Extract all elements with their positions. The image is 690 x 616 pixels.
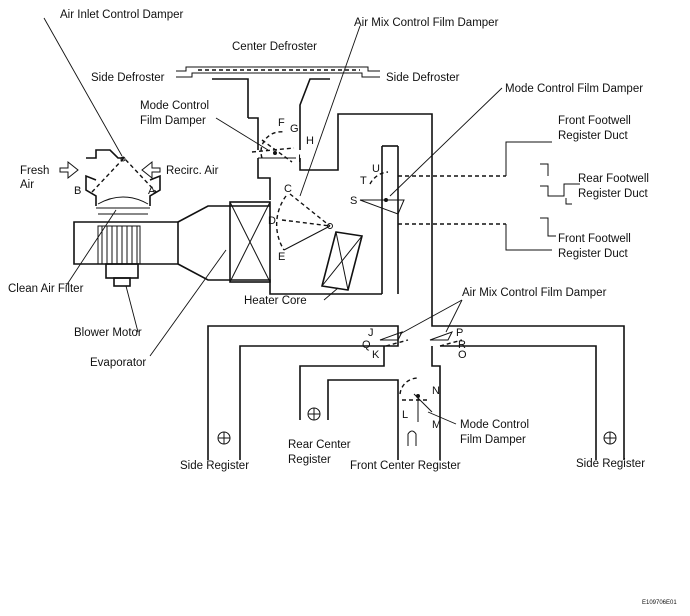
- fresh-air-label-2: Air: [20, 179, 34, 191]
- recirc-air-arrow: [141, 160, 161, 180]
- letter-t: T: [360, 175, 367, 187]
- heater-core: [321, 231, 363, 291]
- fresh-air-label-1: Fresh: [20, 165, 49, 177]
- leader-lines: [43, 17, 503, 425]
- letter-d: D: [268, 215, 276, 227]
- letter-g: G: [290, 123, 299, 135]
- air-mix-damper-lower: [379, 331, 463, 347]
- mode-control-film-damper-left-label-2: Film Damper: [140, 115, 206, 127]
- lower-duct-system: [207, 300, 625, 460]
- side-register-left-label: Side Register: [180, 460, 249, 472]
- air-mix-control-film-damper-top-label: Air Mix Control Film Damper: [354, 17, 499, 29]
- side-register-right-icon: [603, 431, 617, 445]
- front-footwell-lower-label-1: Front Footwell: [558, 233, 631, 245]
- mode-control-film-damper-bottom-label-1: Mode Control: [460, 419, 529, 431]
- mode-damper-stu: [359, 171, 405, 215]
- figure-code-label: E109706E01: [642, 600, 677, 606]
- rear-footwell-label-2: Register Duct: [578, 188, 648, 200]
- mode-control-film-damper-upper: [251, 131, 296, 163]
- side-defroster-right-label: Side Defroster: [386, 72, 460, 84]
- letter-e: E: [278, 251, 285, 263]
- front-center-register-outlet: [407, 430, 417, 446]
- fresh-air-arrow: [59, 160, 79, 180]
- rear-center-register-label-2: Register: [288, 454, 331, 466]
- letter-q: Q: [362, 339, 371, 351]
- letter-p: P: [456, 327, 463, 339]
- letter-m: M: [432, 419, 441, 431]
- defroster-duct: [176, 66, 380, 150]
- air-inlet-damper: [85, 149, 161, 206]
- mode-control-film-damper-right-label: Mode Control Film Damper: [505, 83, 643, 95]
- air-mix-damper-upper: [275, 193, 333, 251]
- letter-i: I: [298, 153, 301, 165]
- letter-u: U: [372, 163, 380, 175]
- heater-core-label: Heater Core: [244, 295, 307, 307]
- footwell-ducts: [398, 141, 580, 251]
- letter-j: J: [368, 327, 374, 339]
- front-footwell-upper-label-2: Register Duct: [558, 130, 628, 142]
- front-footwell-upper-label-1: Front Footwell: [558, 115, 631, 127]
- clean-air-filter-label: Clean Air Filter: [8, 283, 84, 295]
- letter-s: S: [350, 195, 357, 207]
- letter-h: H: [306, 135, 314, 147]
- side-defroster-left-label: Side Defroster: [91, 72, 165, 84]
- front-center-register-label: Front Center Register: [350, 460, 461, 472]
- letter-c: C: [284, 183, 292, 195]
- main-case: [177, 113, 433, 300]
- rear-center-register-icon: [307, 407, 321, 421]
- clean-air-filter: [96, 196, 150, 215]
- letter-k: K: [372, 349, 380, 361]
- mode-control-film-damper-bottom-label-2: Film Damper: [460, 434, 526, 446]
- mode-damper-lmn: [399, 377, 433, 422]
- recirc-air-label: Recirc. Air: [166, 165, 219, 177]
- evaporator-label: Evaporator: [90, 357, 146, 369]
- letter-r: R: [458, 339, 466, 351]
- blower-housing: [73, 221, 179, 287]
- side-register-right-label: Side Register: [576, 458, 645, 470]
- letter-a: A: [148, 185, 156, 197]
- evaporator: [229, 201, 271, 283]
- center-defroster-label: Center Defroster: [232, 41, 317, 53]
- letter-n: N: [432, 385, 440, 397]
- blower-motor-label: Blower Motor: [74, 327, 142, 339]
- rear-footwell-label-1: Rear Footwell: [578, 173, 649, 185]
- air-inlet-control-damper-label: Air Inlet Control Damper: [60, 9, 184, 21]
- letter-l: L: [402, 409, 408, 421]
- mode-control-film-damper-left-label-1: Mode Control: [140, 100, 209, 112]
- letter-o: O: [458, 349, 467, 361]
- side-register-left-icon: [217, 431, 231, 445]
- front-footwell-lower-label-2: Register Duct: [558, 248, 628, 260]
- rear-center-register-label-1: Rear Center: [288, 439, 351, 451]
- air-mix-control-film-damper-lower-label: Air Mix Control Film Damper: [462, 287, 607, 299]
- letter-b: B: [74, 185, 81, 197]
- letter-f: F: [278, 117, 285, 129]
